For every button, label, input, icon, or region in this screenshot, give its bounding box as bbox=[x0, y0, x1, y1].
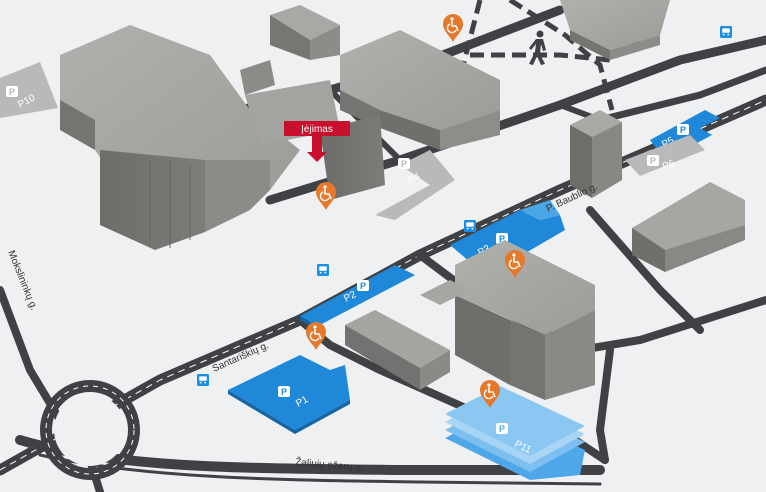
p6-label: P6 bbox=[661, 158, 677, 173]
parking-p2[interactable]: P P2 bbox=[300, 265, 415, 330]
parking-p6[interactable]: P P6 bbox=[625, 135, 705, 176]
parking-icon bbox=[677, 124, 689, 135]
arrow-down-icon bbox=[307, 136, 327, 162]
svg-text:P: P bbox=[360, 281, 366, 291]
building-top-right bbox=[560, 0, 670, 60]
parking-p10[interactable]: P P10 bbox=[0, 62, 58, 118]
svg-text:P: P bbox=[680, 125, 686, 135]
building-center bbox=[245, 30, 500, 200]
wheelchair-icon bbox=[315, 181, 337, 211]
p2-label: P2 bbox=[342, 289, 358, 305]
svg-text:P: P bbox=[281, 387, 287, 397]
svg-text:P: P bbox=[499, 424, 505, 434]
wheelchair-icon bbox=[305, 321, 327, 351]
bus-icon bbox=[720, 26, 732, 38]
pedestrian-icon bbox=[529, 30, 546, 65]
entrance-label: Įėjimas bbox=[301, 124, 333, 135]
building-right bbox=[632, 182, 745, 272]
bus-icon bbox=[464, 220, 476, 232]
building-left-complex bbox=[60, 25, 300, 250]
bus-icon bbox=[197, 374, 209, 386]
wheelchair-icon bbox=[442, 13, 464, 43]
svg-text:P: P bbox=[401, 159, 407, 169]
building-tower bbox=[570, 110, 622, 198]
parking-p4[interactable]: P P4 bbox=[375, 150, 455, 220]
svg-text:P: P bbox=[9, 87, 15, 97]
building-top-cluster bbox=[240, 5, 340, 95]
parking-icon bbox=[6, 86, 18, 97]
building-central-hospital bbox=[420, 240, 595, 400]
building-low bbox=[345, 310, 450, 390]
entrance-marker[interactable]: Įėjimas bbox=[284, 121, 350, 162]
bus-icon bbox=[317, 264, 329, 276]
p1-label: P1 bbox=[294, 394, 310, 410]
parking-icon bbox=[647, 155, 659, 166]
parking-p11[interactable]: P P11 bbox=[445, 386, 585, 480]
roundabout bbox=[40, 380, 140, 480]
parking-icon bbox=[278, 386, 290, 397]
parking-icon bbox=[357, 280, 369, 291]
parking-p1[interactable]: P P1 bbox=[228, 355, 350, 434]
svg-text:P: P bbox=[650, 156, 656, 166]
parking-icon bbox=[398, 158, 410, 169]
p4-label: P4 bbox=[406, 171, 422, 187]
parking-icon bbox=[496, 423, 508, 434]
svg-text:P: P bbox=[499, 234, 505, 244]
street-label-moksliniku: Mokslininkų g. bbox=[5, 249, 39, 312]
buildings bbox=[60, 0, 745, 400]
